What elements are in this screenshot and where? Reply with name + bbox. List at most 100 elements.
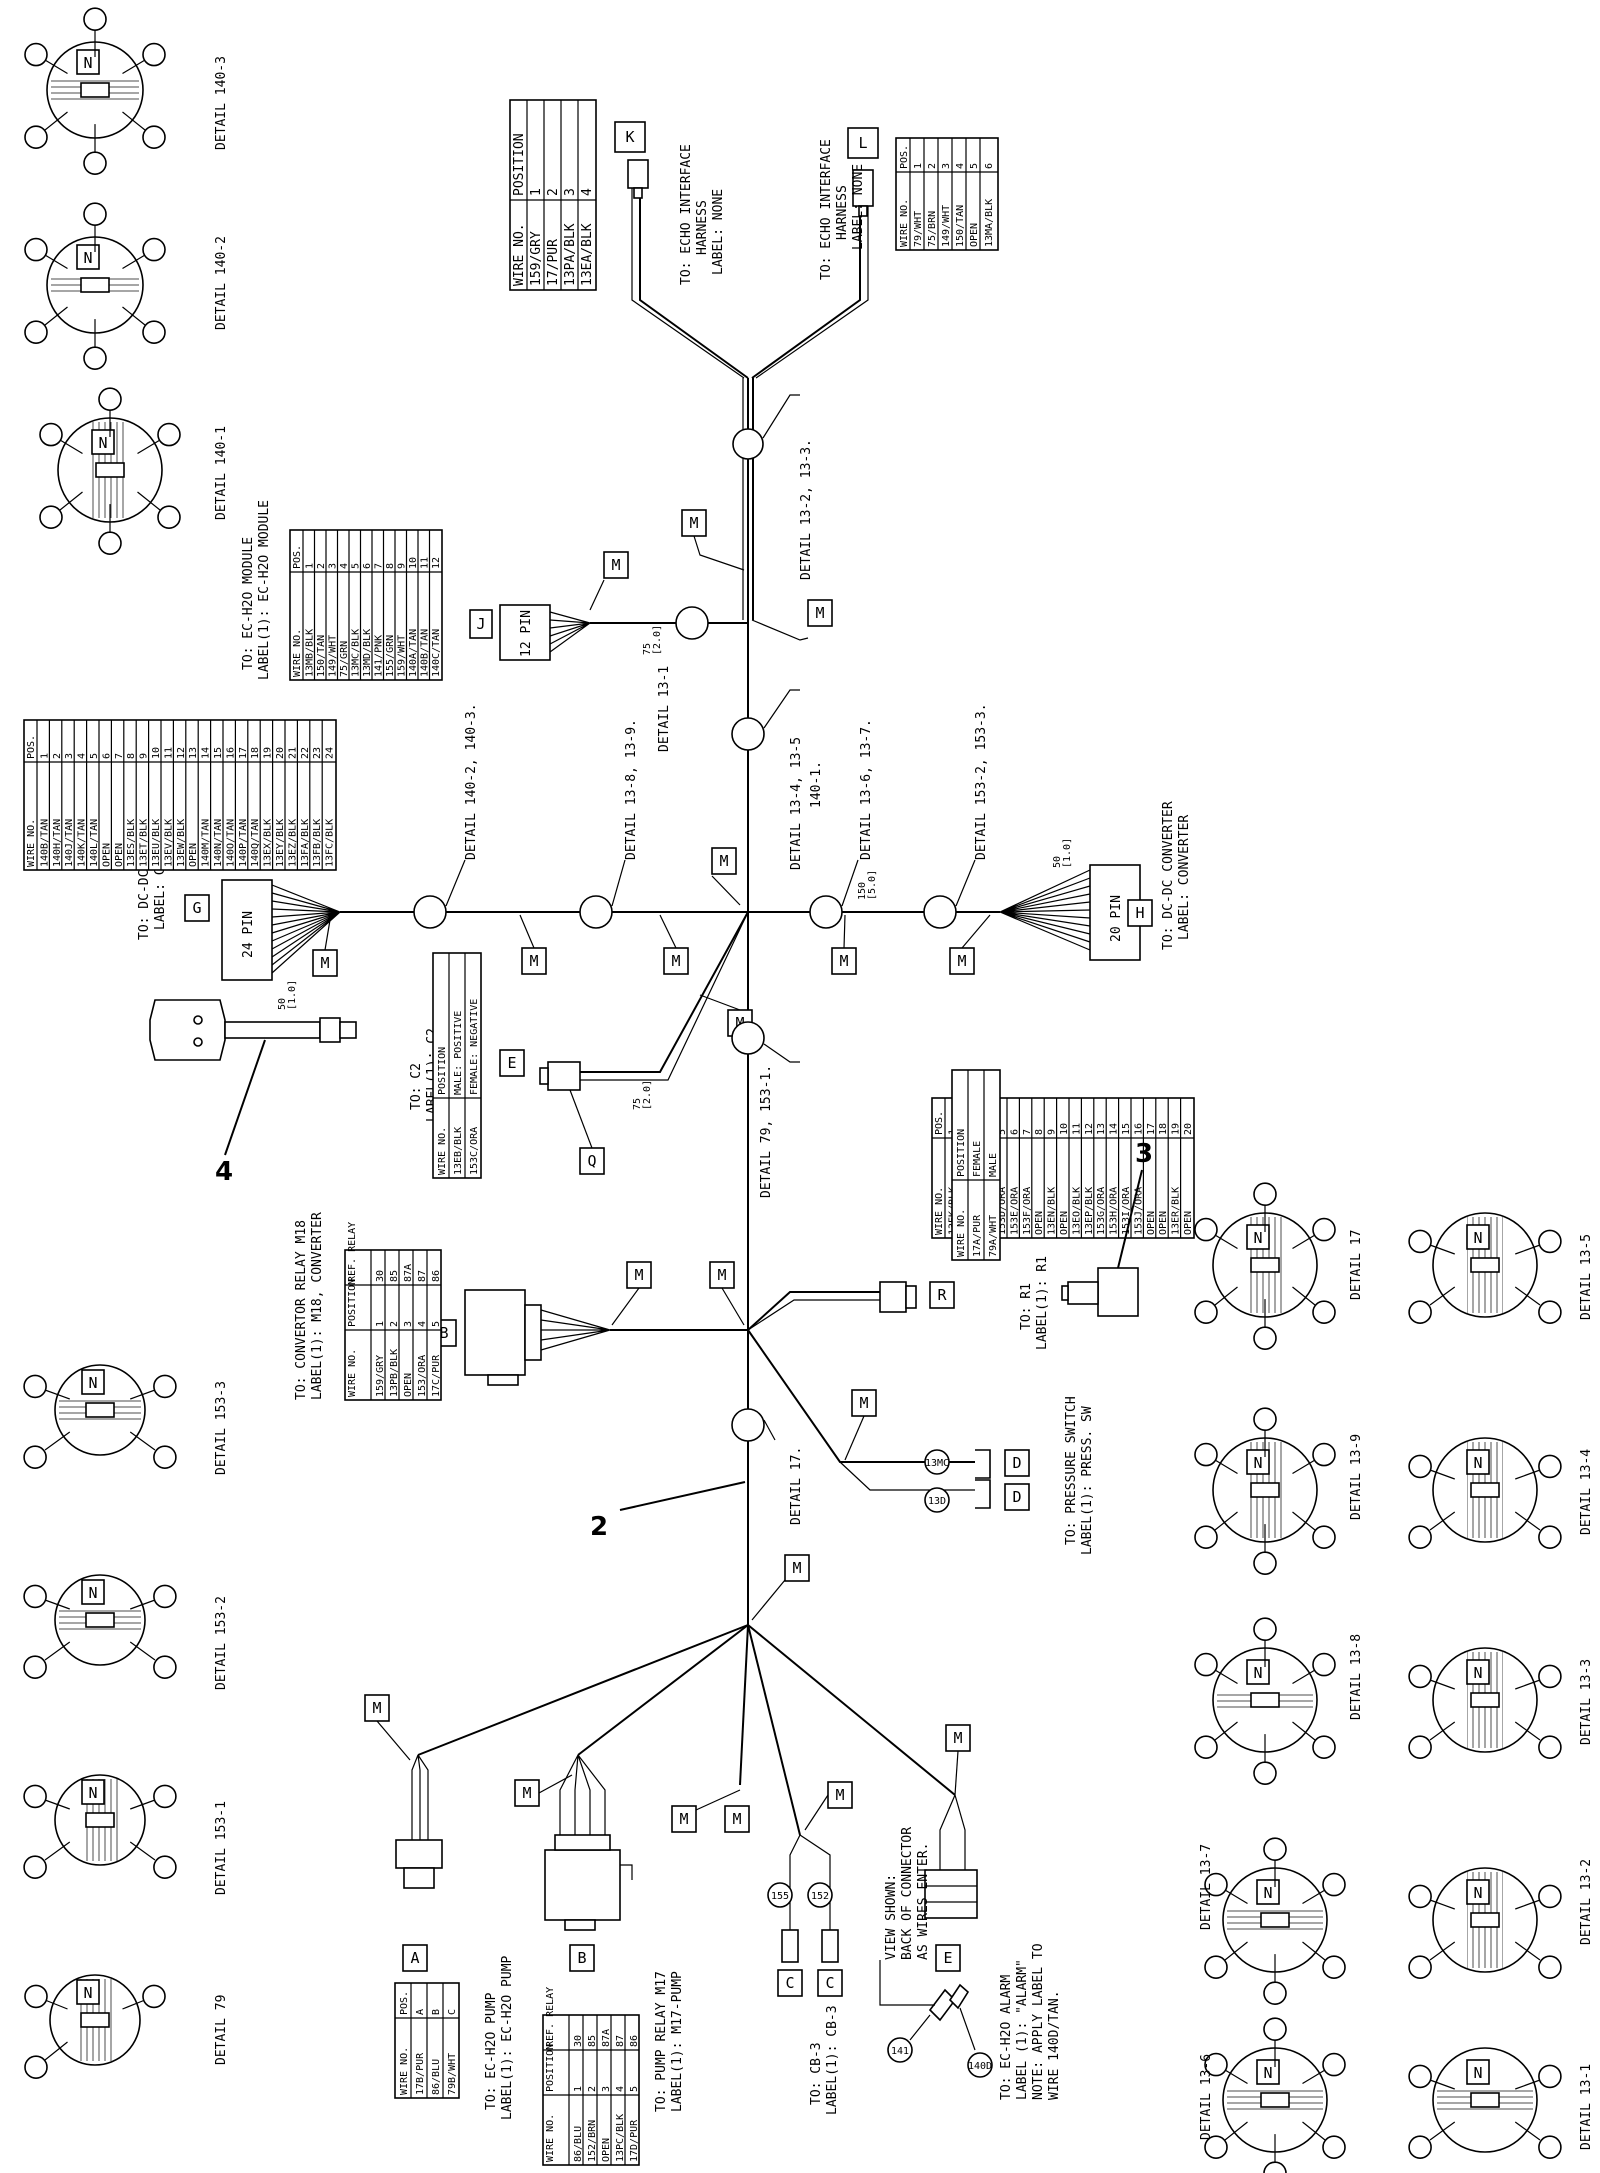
table-cell: 75/GRN <box>339 641 350 677</box>
table-cell: 17D/PUR <box>629 2119 640 2162</box>
svg-text:M: M <box>679 1810 688 1828</box>
letter-p: N <box>1473 1229 1482 1247</box>
table-cell: 15 <box>213 747 224 759</box>
table-cell: 20 <box>275 747 286 759</box>
letter-c: C <box>785 1974 794 1992</box>
letter-d: D <box>1012 1454 1021 1472</box>
svg-text:LABEL (1): "ALARM": LABEL (1): "ALARM" <box>1015 1959 1030 2100</box>
svg-text:DETAIL 17.: DETAIL 17. <box>789 1447 804 1525</box>
svg-text:TO: R1: TO: R1 <box>1019 1283 1034 1330</box>
table-cell: OPEN <box>403 1373 414 1397</box>
table-cell: 140L/TAN <box>89 819 100 867</box>
table-cell: 153J/ORA <box>1133 1187 1144 1235</box>
detail-label: DETAIL 13-3 <box>1579 1659 1594 1745</box>
svg-text:WIRE 140D/TAN.: WIRE 140D/TAN. <box>1047 1990 1062 2100</box>
connector-e: E M 141 140D <box>879 1724 993 2078</box>
table-cell: 6 <box>101 753 112 759</box>
table-cell: 8 <box>1034 1129 1045 1135</box>
branch-13-8-13-9: DETAIL 13-8, 13-9. <box>579 719 639 929</box>
svg-text:LABEL: NONE: LABEL: NONE <box>851 164 866 250</box>
table-cell: 9 <box>1047 1129 1058 1135</box>
table-cell: 23 <box>312 747 323 759</box>
callout-4: 4 <box>215 1157 233 1187</box>
table-cell: 5 <box>431 1321 442 1327</box>
h-to-label: TO: DC-DC CONVERTER LABEL: CONVERTER <box>1161 801 1192 950</box>
table-cell: 140J/TAN <box>64 819 75 867</box>
svg-text:POSITION: POSITION <box>956 1129 967 1177</box>
table-cell: 140P/TAN <box>238 819 249 867</box>
table-b-pump: WIRE NO. POSITION REF. RELAY 86/BLU13015… <box>542 1987 640 2166</box>
table-cell: 16 <box>225 747 236 759</box>
table-cell: 10 <box>1059 1123 1070 1135</box>
table-cell: 149/WHT <box>328 635 339 677</box>
svg-text:M: M <box>717 1266 726 1284</box>
branch-13-6-13-7: DETAIL 13-6, 13-7. 150[5.0] <box>809 719 878 929</box>
svg-text:WIRE NO.: WIRE NO. <box>545 2114 556 2162</box>
svg-text:50: 50 <box>277 998 288 1010</box>
svg-text:MALE: MALE <box>988 1153 999 1177</box>
svg-text:[1.0]: [1.0] <box>287 980 298 1010</box>
table-cell: 1 <box>39 753 50 759</box>
connector-b-pump: B M <box>514 1754 633 1972</box>
b-relay-to-label: TO: CONVERTOR RELAY M18 LABEL(1): M18, C… <box>294 1212 325 1400</box>
table-cell: 150/TAN <box>316 635 327 677</box>
table-cell: 86 <box>629 2035 640 2047</box>
letter-p: N <box>83 54 92 72</box>
svg-text:M: M <box>957 952 966 970</box>
table-cell: 20 <box>1183 1123 1194 1135</box>
svg-text:LABEL(1): M17-PUMP: LABEL(1): M17-PUMP <box>670 1971 685 2112</box>
letter-p: N <box>1253 1229 1262 1247</box>
letter-p: N <box>83 249 92 267</box>
table-cell: OPEN <box>1034 1211 1045 1235</box>
detail-label: DETAIL 13-9 <box>1349 1434 1364 1520</box>
detail-153-1: N DETAIL 153-1 <box>23 1774 229 1895</box>
svg-text:C: C <box>447 2009 458 2015</box>
table-cell: 4 <box>339 563 350 569</box>
marker-n: M <box>681 509 745 571</box>
markers-m-h: M M <box>831 914 991 975</box>
svg-text:3: 3 <box>941 163 952 169</box>
svg-text:B: B <box>577 1949 586 1967</box>
table-cell: 4 <box>417 1321 428 1327</box>
table-cell: 140B/TAN <box>420 629 431 677</box>
table-cell: 13EN/BLK <box>1047 1187 1058 1235</box>
detail-label: DETAIL 153-1 <box>214 1801 229 1895</box>
letter-g: G <box>192 899 201 917</box>
table-cell: 87 <box>615 2035 626 2047</box>
svg-text:1: 1 <box>913 163 924 169</box>
table-cell: 159/GRY <box>375 1355 386 1397</box>
table-cell: 3 <box>403 1321 414 1327</box>
table-cell: 13FA/BLK <box>300 819 311 867</box>
table-cell: 1 <box>573 2086 584 2092</box>
connector-q: R <box>879 1281 955 1313</box>
table-cell: 13ER/BLK <box>1171 1187 1182 1235</box>
table-cell: 2 <box>316 563 327 569</box>
svg-text:140D: 140D <box>968 2061 992 2072</box>
table-cell: 153E/ORA <box>1009 1187 1020 1235</box>
svg-text:A: A <box>415 2009 426 2015</box>
svg-text:HARNESS: HARNESS <box>835 185 850 240</box>
detail-label: DETAIL 13-1 <box>1579 2064 1594 2150</box>
detail-label: DETAIL 13-4 <box>1579 1449 1594 1535</box>
table-cell: 13ES/BLK <box>126 819 137 867</box>
callout-3-part: 3 <box>1061 1139 1153 1317</box>
letter-p: N <box>1473 1884 1482 1902</box>
table-cell: 9 <box>397 563 408 569</box>
svg-text:M: M <box>839 952 848 970</box>
connector-g: 24 PIN G 50[1.0] <box>184 879 341 1010</box>
svg-text:M: M <box>372 1699 381 1717</box>
svg-text:TO: CONVERTOR RELAY M18: TO: CONVERTOR RELAY M18 <box>294 1220 309 1400</box>
table-cell: OPEN <box>1146 1211 1157 1235</box>
table-cell: 9 <box>139 753 150 759</box>
svg-text:POSITION: POSITION <box>512 133 527 196</box>
table-cell: 13EU/BLK <box>151 819 162 867</box>
letter-f: E <box>507 1054 516 1072</box>
table-cell: 85 <box>389 1270 400 1282</box>
svg-text:LABEL: NONE: LABEL: NONE <box>711 189 726 275</box>
svg-text:75: 75 <box>632 1098 643 1110</box>
table-cell: 5 <box>629 2086 640 2092</box>
svg-text:[2.0]: [2.0] <box>652 625 663 655</box>
letter-p: N <box>88 1784 97 1802</box>
